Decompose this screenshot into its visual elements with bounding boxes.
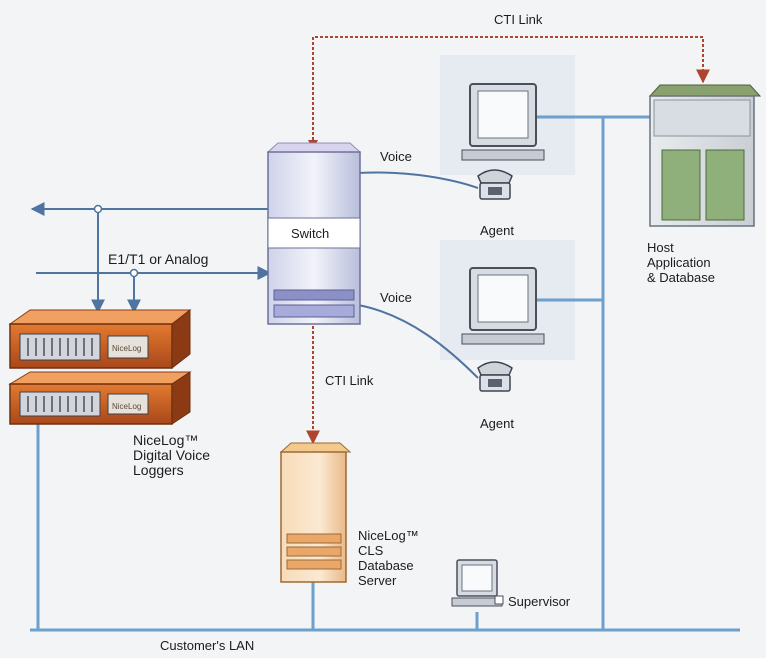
cti-link-top-label: CTI Link <box>494 12 542 27</box>
logger-brand-label-2: NiceLog <box>112 399 141 414</box>
logger-unit-top <box>10 310 190 368</box>
logger-unit-bottom <box>10 372 190 424</box>
voice-bottom-label: Voice <box>380 290 412 305</box>
agent-top-label: Agent <box>480 223 514 238</box>
server-rack-icon <box>281 443 350 582</box>
logger-brand-label: NiceLog <box>112 341 141 356</box>
switch-label: Switch <box>291 226 329 241</box>
host-label: Host Application & Database <box>647 240 715 285</box>
e1t1-label: E1/T1 or Analog <box>108 252 208 267</box>
supervisor-label: Supervisor <box>508 594 570 609</box>
telephone-icon <box>478 362 512 391</box>
telephone-icon <box>478 170 512 199</box>
voice-top-label: Voice <box>380 149 412 164</box>
nicelog-loggers-label: NiceLog™ Digital Voice Loggers <box>133 433 210 478</box>
junction-dot <box>95 206 102 213</box>
junction-dot <box>131 270 138 277</box>
computer-monitor-icon <box>452 560 503 606</box>
agent-bottom-label: Agent <box>480 416 514 431</box>
cti-link-mid-label: CTI Link <box>325 373 373 388</box>
nicelog-cls-label: NiceLog™ CLS Database Server <box>358 528 419 588</box>
server-rack-icon <box>650 85 760 226</box>
lan-label: Customer's LAN <box>160 638 254 653</box>
